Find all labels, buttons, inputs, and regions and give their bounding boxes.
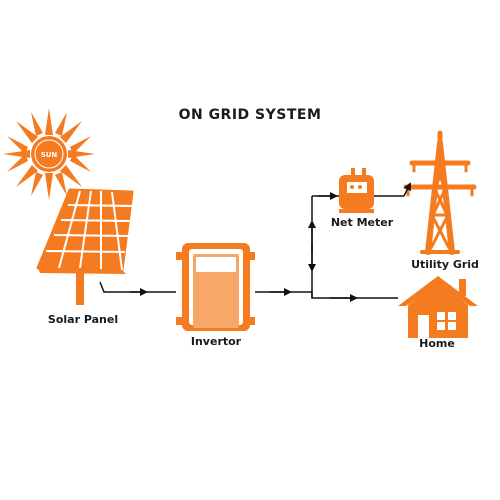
solar-panel-icon: [36, 188, 134, 305]
label-solar-panel: Solar Panel: [47, 313, 119, 326]
connector-junction-to-home: [311, 292, 398, 299]
net-meter-icon: [339, 168, 374, 213]
label-invertor: Invertor: [190, 335, 242, 348]
connector-solar-to-invertor: [99, 281, 176, 293]
label-net-meter: Net Meter: [330, 216, 394, 229]
sun-icon: [3, 108, 95, 200]
label-home: Home: [419, 337, 455, 350]
connector-lines: [99, 182, 411, 302]
diagram-title: ON GRID SYSTEM: [178, 107, 322, 123]
transmission-tower-icon: [403, 130, 477, 255]
label-utility-grid: Utility Grid: [411, 258, 479, 271]
arrow-meter-to-grid: [403, 182, 411, 197]
house-icon: [398, 276, 478, 338]
sun-label: SUN: [41, 151, 58, 159]
invertor-icon: [176, 243, 255, 331]
